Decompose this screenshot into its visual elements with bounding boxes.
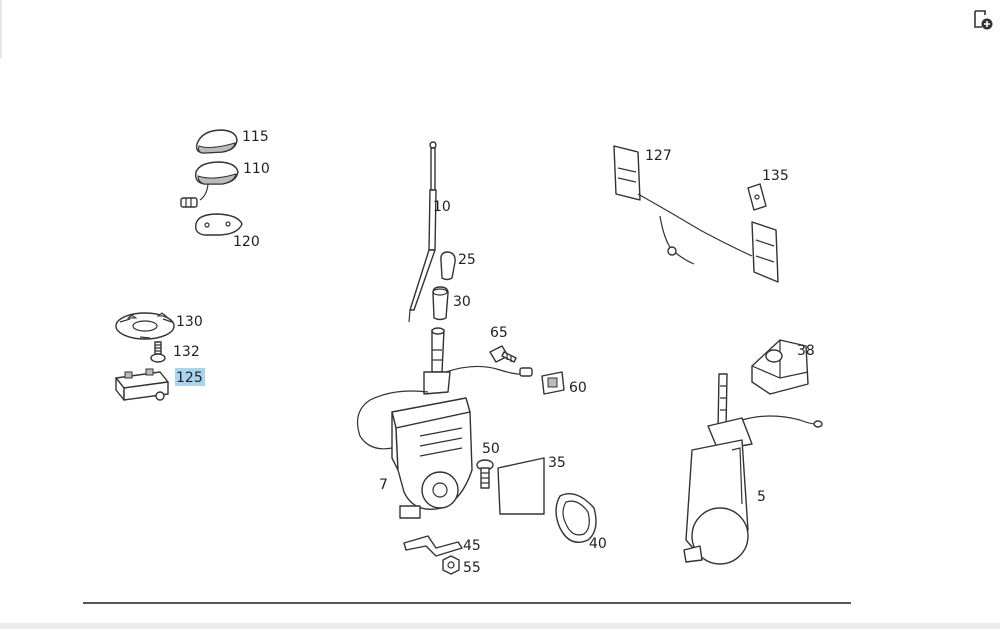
part-5-antenna-unit[interactable]: [683, 373, 823, 565]
part-135-clip[interactable]: [747, 183, 767, 211]
label-30[interactable]: 30: [453, 294, 471, 310]
part-130-plate[interactable]: [115, 312, 175, 340]
label-125[interactable]: 125: [176, 370, 203, 386]
part-120-gasket[interactable]: [194, 213, 243, 236]
part-25-sleeve[interactable]: [440, 251, 456, 281]
label-132[interactable]: 132: [173, 344, 200, 360]
label-10[interactable]: 10: [433, 199, 451, 215]
part-7-motor-antenna[interactable]: [357, 327, 533, 519]
label-5[interactable]: 5: [757, 489, 766, 505]
part-30-tube[interactable]: [432, 286, 449, 321]
part-35-pad[interactable]: [497, 457, 545, 515]
label-120[interactable]: 120: [233, 234, 260, 250]
part-45-clip[interactable]: [403, 535, 463, 557]
part-50-bolt[interactable]: [476, 459, 494, 489]
part-115-cap[interactable]: [195, 129, 238, 154]
label-38[interactable]: 38: [797, 343, 815, 359]
part-65-connector[interactable]: [489, 345, 517, 363]
label-110[interactable]: 110: [243, 161, 270, 177]
part-132-screw[interactable]: [150, 341, 166, 363]
label-127[interactable]: 127: [645, 148, 672, 164]
part-60-bracket[interactable]: [541, 371, 565, 395]
part-38-holder[interactable]: [751, 339, 809, 395]
label-55[interactable]: 55: [463, 560, 481, 576]
part-127-bracket-cable[interactable]: [613, 145, 779, 283]
label-130[interactable]: 130: [176, 314, 203, 330]
label-50[interactable]: 50: [482, 441, 500, 457]
label-7[interactable]: 7: [379, 477, 388, 493]
label-45[interactable]: 45: [463, 538, 481, 554]
label-135[interactable]: 135: [762, 168, 789, 184]
page-add-icon[interactable]: [969, 7, 995, 33]
bottom-scroll-strip: [0, 623, 1000, 629]
label-115[interactable]: 115: [242, 129, 269, 145]
label-60[interactable]: 60: [569, 380, 587, 396]
part-110-base[interactable]: [180, 161, 239, 208]
part-40-grommet[interactable]: [555, 493, 597, 543]
left-edge-divider: [0, 0, 2, 58]
label-40[interactable]: 40: [589, 536, 607, 552]
part-55-nut[interactable]: [442, 555, 460, 575]
label-25[interactable]: 25: [458, 252, 476, 268]
label-65[interactable]: 65: [490, 325, 508, 341]
part-125-housing[interactable]: [115, 368, 169, 401]
part-10-mast[interactable]: [408, 141, 437, 323]
label-35[interactable]: 35: [548, 455, 566, 471]
label-125-highlight: [175, 368, 205, 386]
